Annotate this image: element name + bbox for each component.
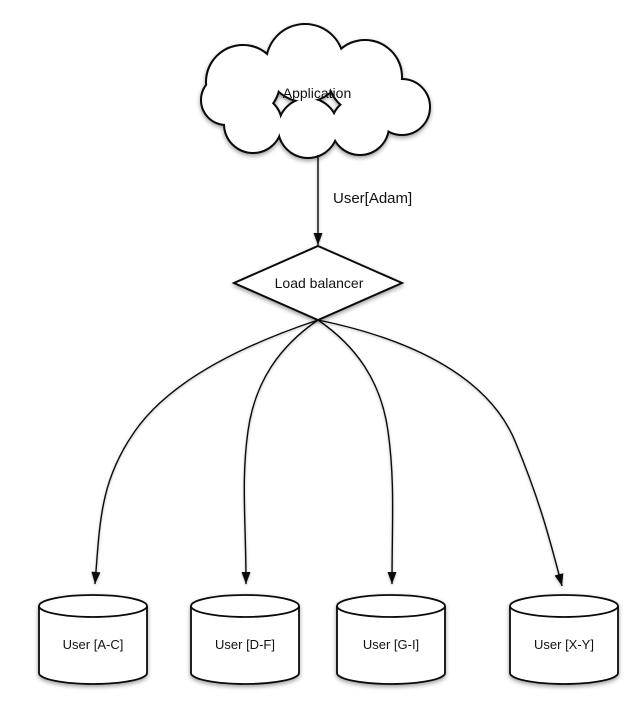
shard-label-1: User [A-C]: [63, 637, 124, 652]
shard-cylinder-1: [38, 594, 148, 685]
edge-to-shard-4: [317, 319, 564, 587]
shard-cylinder-4: [509, 594, 619, 685]
edge-to-shard-3: [317, 319, 397, 585]
shard-label-3: User [G-I]: [363, 637, 419, 652]
application-cloud-node: [200, 23, 431, 159]
shard-cylinders: [38, 594, 619, 685]
shard-cylinder-2: [190, 594, 300, 685]
edge-to-shard-1: [91, 319, 319, 585]
edge-to-shard-2: [241, 319, 319, 585]
shard-label-2: User [D-F]: [215, 637, 275, 652]
load-balancer-label: Load balancer: [275, 275, 364, 291]
shard-edges: [91, 319, 564, 587]
shard-label-4: User [X-Y]: [534, 637, 594, 652]
request-edge-label: User[Adam]: [333, 190, 412, 207]
application-label: Application: [283, 85, 352, 101]
shard-cylinder-3: [336, 594, 446, 685]
